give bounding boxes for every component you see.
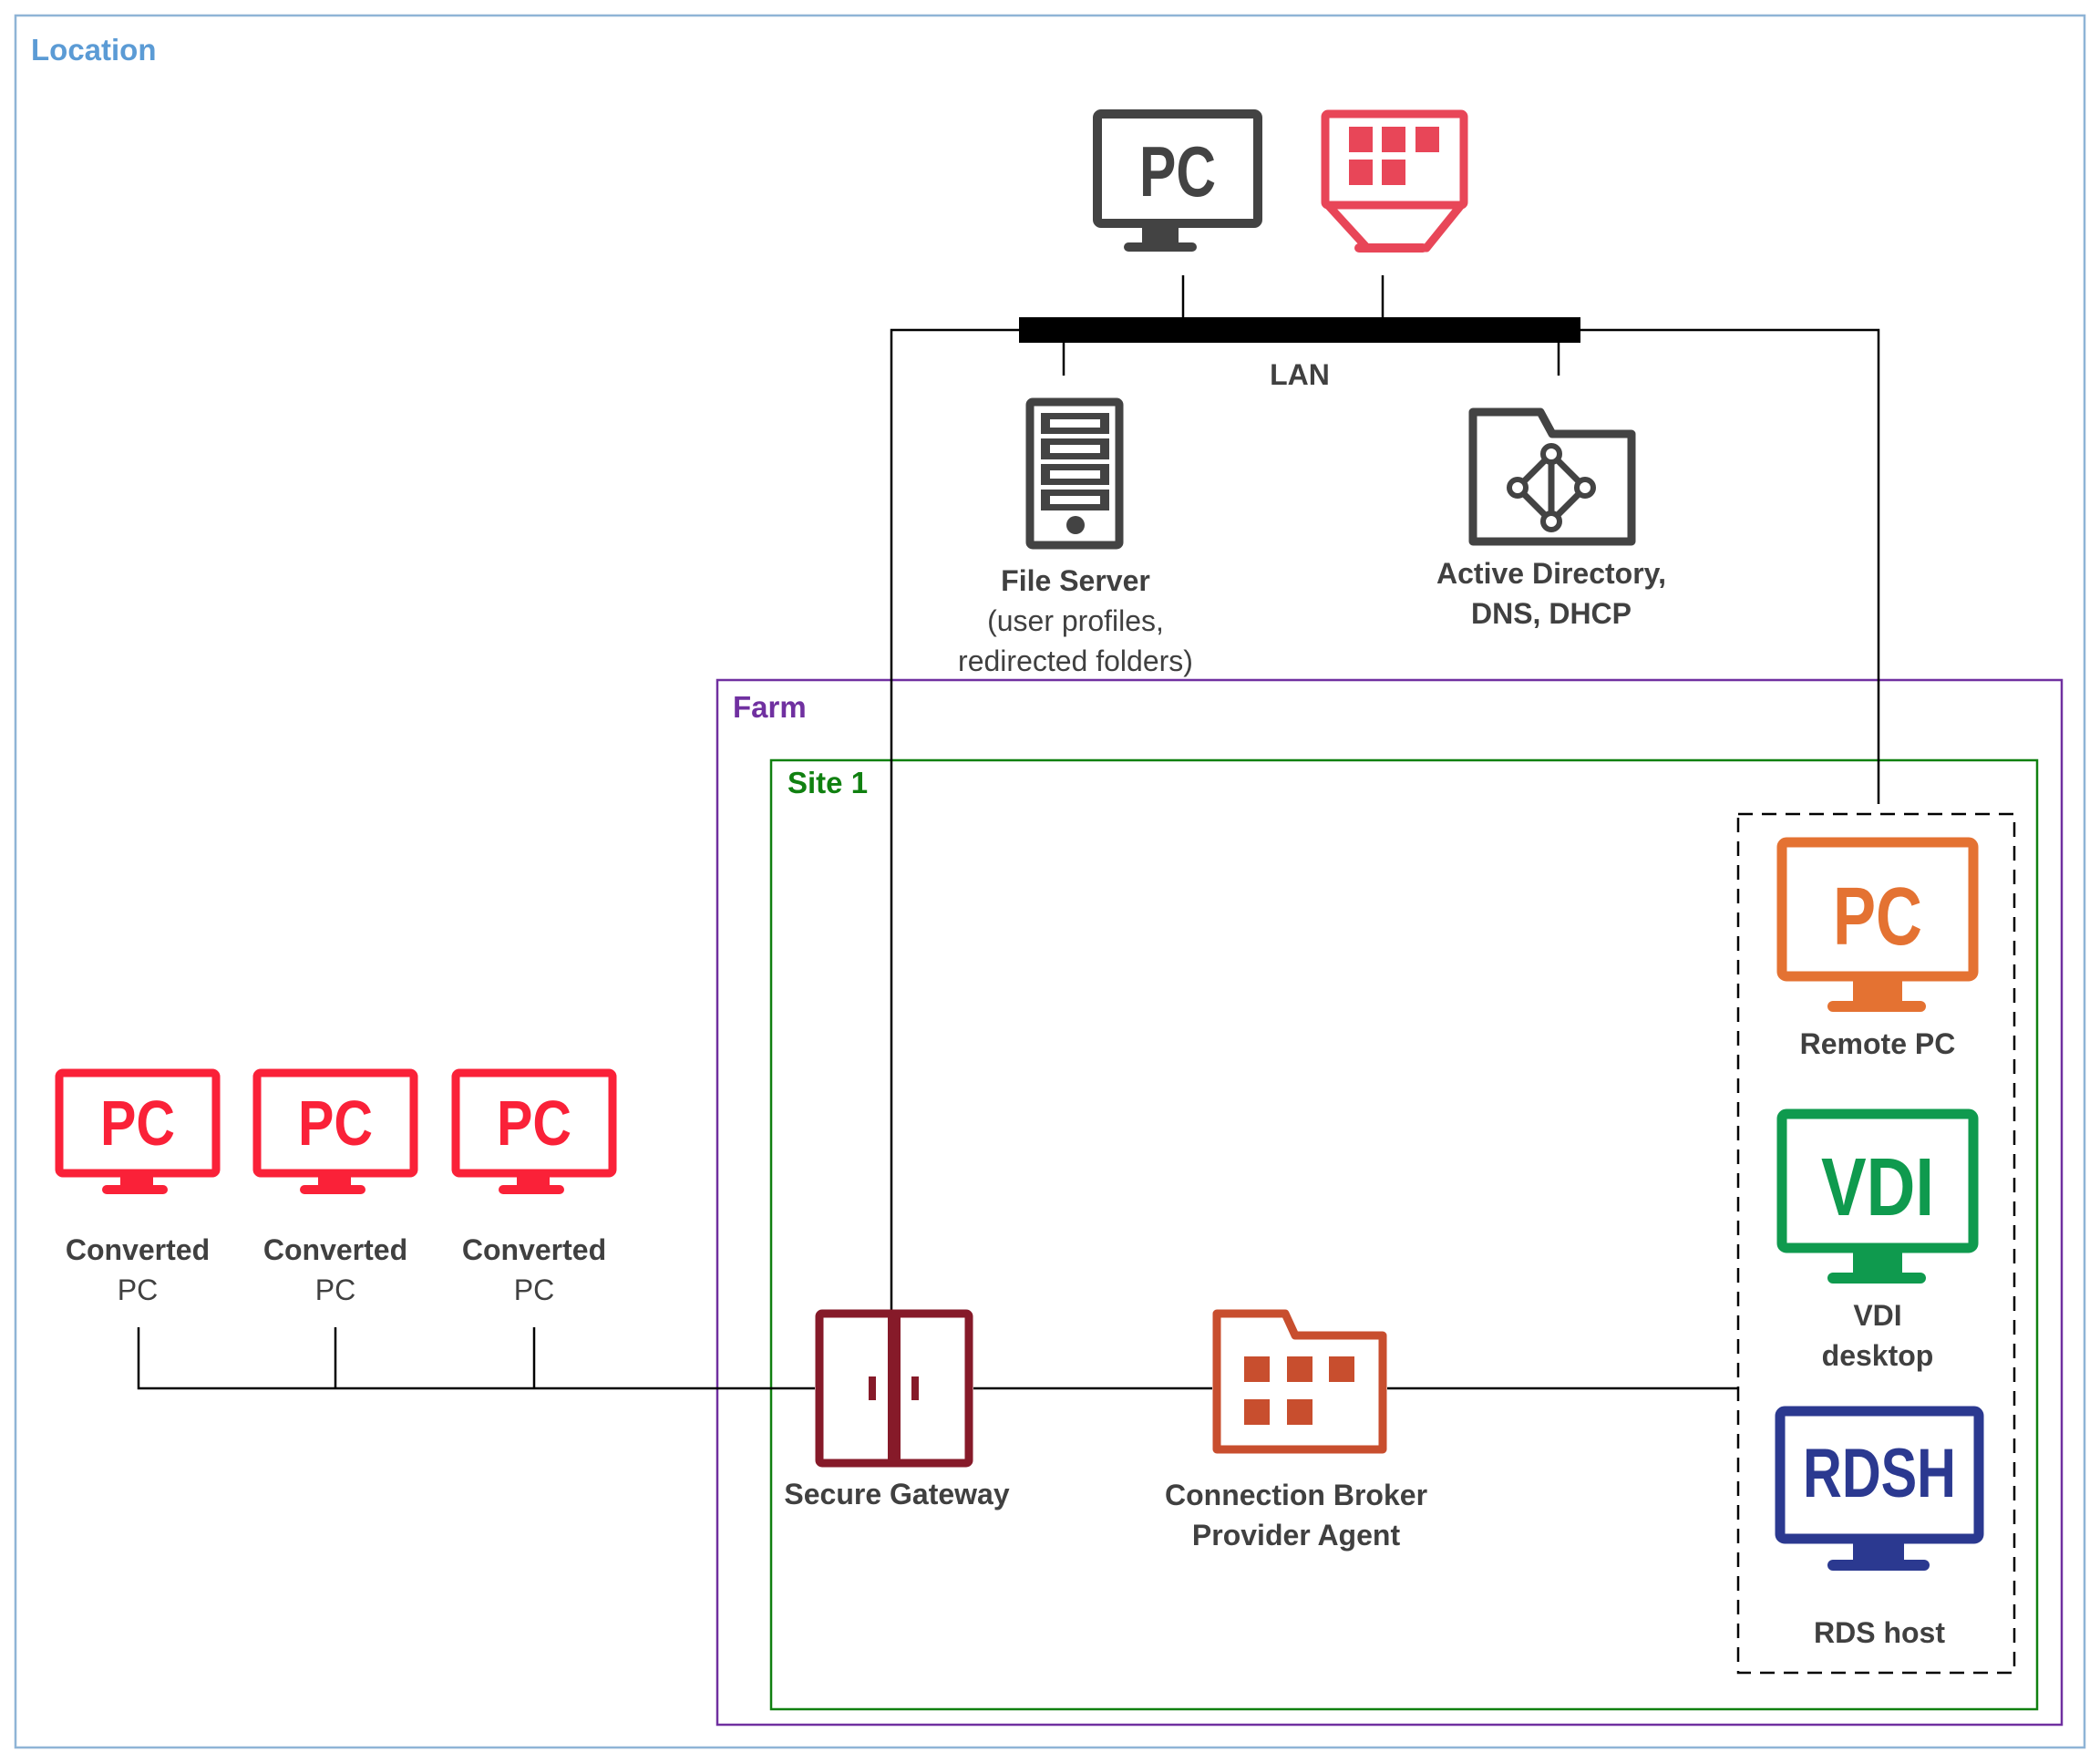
- converted-pc-1[interactable]: PC Converted PC: [55, 1068, 221, 1306]
- vdi-desktop-icon-text: VDI: [1821, 1142, 1934, 1233]
- remote-pc[interactable]: PC Remote PC: [1776, 837, 1979, 1060]
- location-container: [14, 14, 2086, 1749]
- lan-label: LAN: [1270, 358, 1330, 391]
- file-server[interactable]: File Server (user profiles, redirected f…: [958, 397, 1193, 677]
- directory-folder-icon: [1468, 407, 1636, 546]
- wire-converted-bus: [137, 1327, 815, 1390]
- monitor-icon: [55, 1068, 221, 1194]
- monitor-icon: [1776, 1108, 1979, 1284]
- rds-host-label: RDS host: [1814, 1616, 1945, 1649]
- wire-lan-gateway: [890, 328, 1021, 1344]
- converted-pc-icon-text: PC: [298, 1088, 373, 1159]
- converted-pc-label-2: PC: [514, 1273, 554, 1306]
- file-server-label: File Server: [1001, 564, 1150, 597]
- vdi-desktop-label-2: desktop: [1822, 1339, 1934, 1372]
- active-directory-label-2: DNS, DHCP: [1471, 597, 1632, 630]
- connection-broker-label-1: Connection Broker: [1165, 1479, 1427, 1511]
- converted-pc-icon-text: PC: [497, 1088, 571, 1159]
- file-server-sublabel-2: redirected folders): [958, 644, 1193, 677]
- storage-appliance-icon: [1321, 109, 1468, 253]
- remote-pc-label: Remote PC: [1800, 1027, 1956, 1060]
- monitor-icon: [1775, 1406, 1984, 1571]
- monitor-icon: [1093, 109, 1262, 252]
- site-container: [769, 758, 2039, 1711]
- converted-pc-label-1: Converted: [263, 1233, 407, 1266]
- active-directory-label-1: Active Directory,: [1436, 557, 1666, 590]
- monitor-icon: [451, 1068, 617, 1194]
- secure-gateway[interactable]: Secure Gateway: [784, 1309, 1010, 1510]
- secure-gateway-label: Secure Gateway: [784, 1478, 1009, 1510]
- lan-storage-appliance[interactable]: [1321, 109, 1468, 253]
- vdi-desktop[interactable]: VDI VDI desktop: [1776, 1108, 1979, 1372]
- converted-pc-label-1: Converted: [462, 1233, 606, 1266]
- lan-bar: [1019, 317, 1580, 343]
- vdi-desktop-label-1: VDI: [1853, 1299, 1901, 1332]
- location-title: Location: [31, 33, 157, 67]
- connection-broker-label-2: Provider Agent: [1192, 1519, 1401, 1552]
- converted-pc-2[interactable]: PC Converted PC: [252, 1068, 418, 1306]
- converted-pc-icon-text: PC: [100, 1088, 175, 1159]
- connection-broker[interactable]: Connection Broker Provider Agent: [1165, 1309, 1427, 1552]
- remote-pc-icon-text: PC: [1833, 871, 1922, 963]
- wire-lan-desktops: [1579, 328, 1880, 804]
- converted-pc-3[interactable]: PC Converted PC: [451, 1068, 617, 1306]
- lan-pc[interactable]: PC: [1093, 109, 1262, 252]
- lan-pc-icon-text: PC: [1139, 131, 1216, 211]
- apps-folder-icon: [1212, 1309, 1387, 1454]
- converted-pc-label-2: PC: [315, 1273, 355, 1306]
- monitor-icon: [1776, 837, 1979, 1012]
- converted-pc-label-1: Converted: [66, 1233, 210, 1266]
- active-directory[interactable]: Active Directory, DNS, DHCP: [1436, 407, 1666, 630]
- double-door-icon: [815, 1309, 973, 1468]
- server-tower-icon: [1025, 397, 1124, 550]
- rds-host[interactable]: RDSH RDS host: [1775, 1406, 1984, 1649]
- rds-host-icon-text: RDSH: [1803, 1435, 1956, 1512]
- file-server-sublabel-1: (user profiles,: [987, 604, 1164, 637]
- converted-pc-label-2: PC: [118, 1273, 158, 1306]
- connection-lines: [137, 275, 1880, 1390]
- farm-container: [715, 678, 2064, 1727]
- site-title: Site 1: [788, 766, 868, 799]
- farm-title: Farm: [733, 690, 807, 724]
- monitor-icon: [252, 1068, 418, 1194]
